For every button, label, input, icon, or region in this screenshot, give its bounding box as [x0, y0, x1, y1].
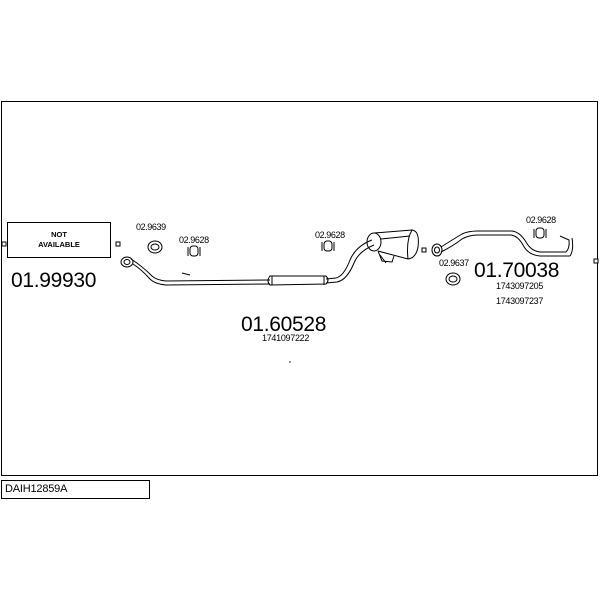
- hanger-a-label[interactable]: 02.9628: [179, 235, 209, 245]
- middle-inlet-flange: [120, 256, 134, 268]
- middle-silencer: [267, 275, 329, 286]
- right-connector-marker: [593, 258, 599, 264]
- hanger-c: [533, 227, 547, 239]
- hanger-b-label[interactable]: 02.9628: [315, 230, 345, 240]
- not-available-box: NOT AVAILABLE: [7, 222, 111, 258]
- middle-to-rear-marker: [421, 247, 427, 253]
- diagram-code: DAIH12859A: [5, 483, 68, 495]
- rear-pipe: [440, 230, 566, 253]
- hanger-b: [321, 240, 335, 252]
- diagram-code-box: DAIH12859A: [1, 480, 150, 499]
- front-part-code[interactable]: 01.99930: [11, 269, 97, 292]
- stray-dot: [289, 361, 291, 363]
- rear-silencer: [366, 229, 419, 264]
- left-connector-marker: [1, 241, 7, 247]
- rear-oe-number-1: 1743097205: [496, 281, 544, 291]
- rear-part-code[interactable]: 01.70038: [474, 259, 560, 282]
- not-available-line1: NOT: [51, 230, 67, 239]
- middle-part-code[interactable]: 01.60528: [241, 313, 327, 336]
- hanger-c-label[interactable]: 02.9628: [526, 215, 556, 225]
- gasket-a: [147, 240, 163, 254]
- rear-inlet-flange: [431, 243, 443, 257]
- rear-oe-number-2: 1743097237: [496, 296, 544, 306]
- diagram-frame: [1, 101, 598, 476]
- middle-pipe-front: [130, 258, 271, 282]
- gasket-b-label[interactable]: 02.9637: [439, 258, 469, 268]
- gasket-b: [445, 272, 461, 286]
- middle-oe-number: 1741097222: [262, 333, 310, 343]
- gasket-a-label[interactable]: 02.9639: [136, 222, 166, 232]
- sensor-stub: [181, 272, 191, 276]
- middle-pipe-rear: [325, 239, 373, 280]
- hanger-a: [187, 245, 201, 257]
- front-to-middle-marker: [115, 241, 121, 247]
- not-available-line2: AVAILABLE: [38, 240, 80, 249]
- tail-pipe: [559, 235, 570, 253]
